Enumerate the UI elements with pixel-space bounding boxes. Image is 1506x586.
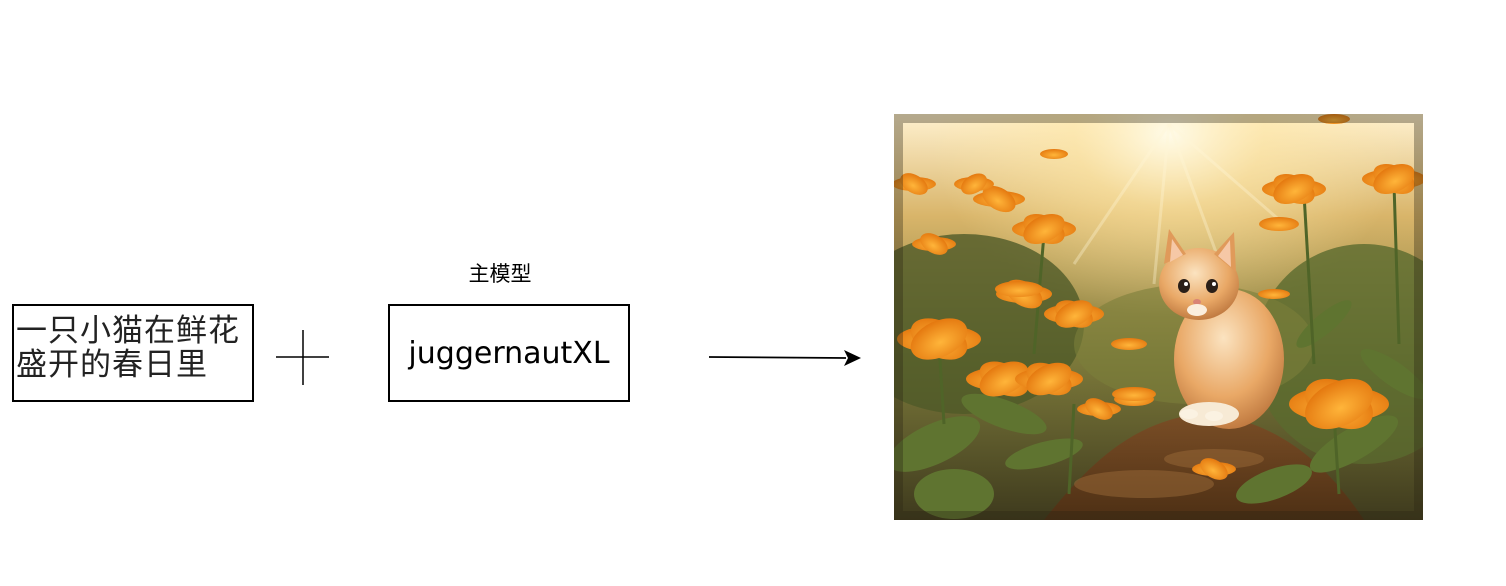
- prompt-box: 一只小猫在鲜花盛开的春日里: [12, 304, 254, 402]
- arrow-right-icon: [708, 350, 861, 366]
- model-name: juggernautXL: [408, 335, 610, 371]
- model-box: juggernautXL: [388, 304, 630, 402]
- plus-icon: [276, 330, 329, 385]
- prompt-text: 一只小猫在鲜花盛开的春日里: [16, 313, 240, 383]
- kitten-in-flower-field-image: [894, 114, 1423, 520]
- kitten-figure: [1159, 229, 1284, 429]
- model-label: 主模型: [468, 262, 532, 286]
